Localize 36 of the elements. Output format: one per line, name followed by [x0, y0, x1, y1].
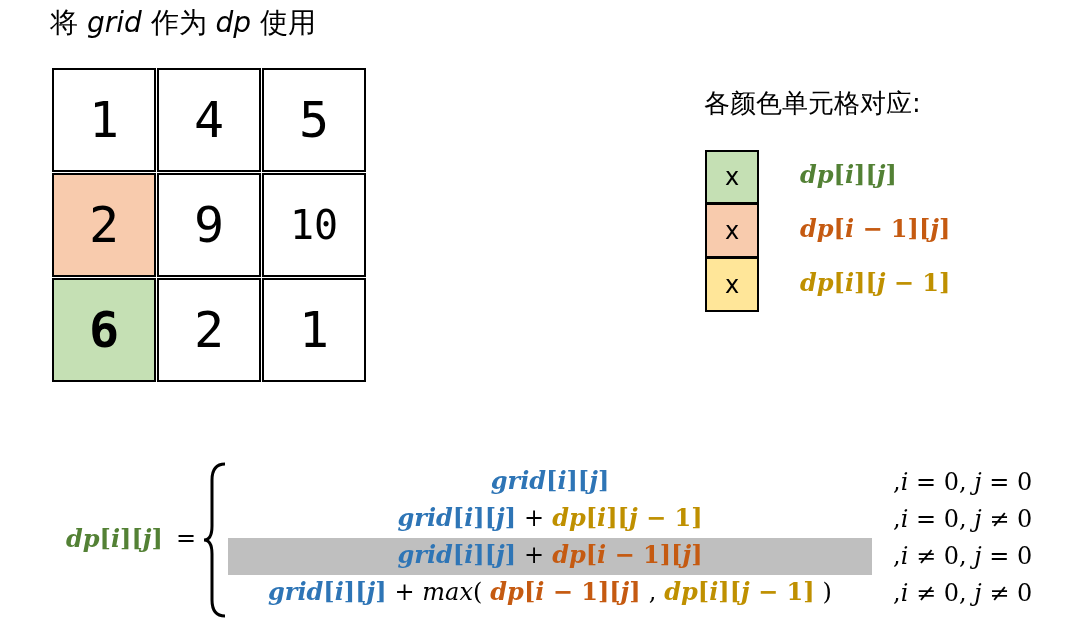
formula-text: + max( — [394, 578, 483, 606]
formula-text: + — [524, 504, 545, 532]
legend-label: dp[i][j] — [800, 160, 897, 189]
legend-swatch: x — [705, 258, 759, 312]
legend-swatch: x — [705, 204, 759, 258]
number-cell: 2 — [52, 173, 156, 277]
formula-text: dp[i − 1][j] — [490, 577, 641, 606]
title: 将 grid 作为 dp 使用 — [50, 5, 316, 41]
formula-text: grid[i][j] — [268, 577, 387, 606]
formula-text: grid[i][j] — [397, 540, 517, 569]
legend-label: dp[i][j − 1] — [800, 268, 951, 297]
number-cell: 5 — [262, 68, 366, 172]
number-cell: 1 — [262, 278, 366, 382]
formula-text: grid[i][j] — [490, 466, 610, 495]
number-cell: 2 — [157, 278, 261, 382]
formula-text: + — [524, 541, 545, 569]
formula-text: ,i ≠ 0, j ≠ 0 — [893, 579, 1033, 607]
formula-text: ,i = 0, j = 0 — [893, 468, 1033, 496]
formula-text: ,i ≠ 0, j = 0 — [893, 542, 1033, 570]
number-cell: 10 — [262, 173, 366, 277]
formula-text: ,i = 0, j ≠ 0 — [893, 505, 1033, 533]
number-cell: 9 — [157, 173, 261, 277]
legend-heading: 各颜色单元格对应: — [704, 87, 921, 120]
formula-text: ) — [822, 578, 832, 606]
formula-text: dp[i][j] — [66, 524, 163, 553]
formula-text: grid[i][j] — [397, 503, 517, 532]
legend-label: dp[i − 1][j] — [800, 214, 951, 243]
formula-text: dp[i − 1][j] — [552, 540, 703, 569]
number-cell: 1 — [52, 68, 156, 172]
number-cell: 6 — [52, 278, 156, 382]
formula-text: , — [648, 578, 657, 606]
legend-swatch: x — [705, 150, 759, 204]
formula-text: dp[i][j − 1] — [664, 577, 815, 606]
formula-text: dp[i][j − 1] — [552, 503, 703, 532]
number-cell: 4 — [157, 68, 261, 172]
formula-text: = — [176, 524, 197, 552]
